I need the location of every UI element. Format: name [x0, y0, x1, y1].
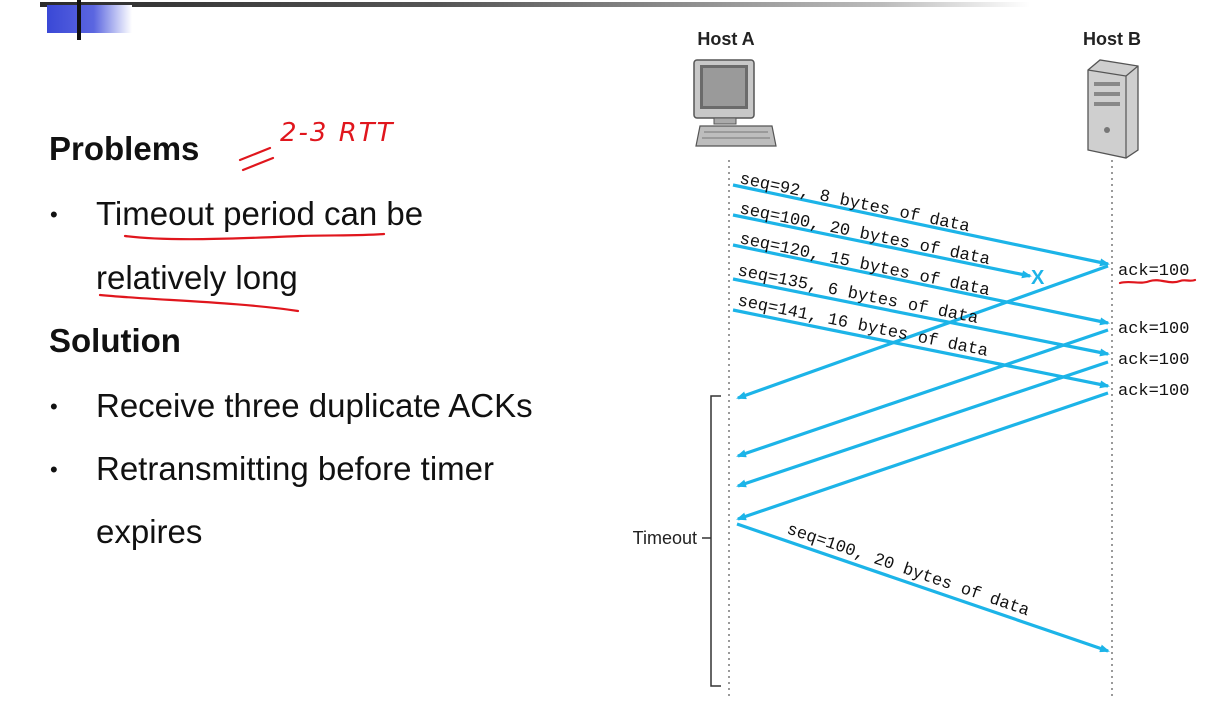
segment-arrow [732, 183, 1110, 267]
ack-arrows [736, 264, 1109, 521]
timeout-label: Timeout [633, 528, 697, 548]
ack-label: ack=100 [1118, 262, 1189, 281]
retransmission-label: seq=100, 20 bytes of data [784, 521, 1031, 622]
ack-label: ack=100 [1118, 351, 1189, 370]
slide-top-rule [40, 2, 1030, 7]
ack-arrow [736, 391, 1109, 521]
handwritten-rtt-note: 2-3 RTT [280, 118, 395, 148]
problem-bullet-1-continued: relatively long [96, 259, 298, 296]
segment-arrow [732, 308, 1110, 389]
data-segments [732, 183, 1110, 653]
segment-arrow [732, 243, 1110, 326]
handwritten-annotations [98, 146, 1197, 313]
segment-arrow [732, 277, 1110, 357]
segment-arrow-lost [732, 213, 1032, 279]
bullet-dot: • [50, 202, 58, 227]
solution-bullet-2-continued: expires [96, 513, 203, 550]
slide-logo-bar [77, 0, 81, 40]
host-b-label: Host B [1083, 29, 1141, 49]
underline-ack-100 [1118, 278, 1197, 285]
approx-mark-stroke [241, 156, 275, 172]
ack-label: ack=100 [1118, 382, 1189, 401]
slide-logo-block [47, 5, 132, 33]
approx-mark-stroke [238, 146, 272, 162]
timeout-bracket [710, 395, 721, 687]
host-b-server-icon [1087, 59, 1139, 159]
ack-arrow [736, 328, 1109, 458]
ack-label: ack=100 [1118, 320, 1189, 339]
underline-timeout-period [123, 232, 386, 241]
problems-heading: Problems [49, 130, 200, 167]
ack-arrow [736, 360, 1109, 488]
bullet-dot: • [50, 394, 58, 419]
problem-bullet-1: Timeout period can be [96, 195, 424, 232]
host-a-label: Host A [697, 29, 754, 49]
retransmission-arrow [736, 522, 1110, 653]
ack-arrow [736, 264, 1109, 400]
bullet-dot: • [50, 457, 58, 482]
solution-bullet-1: Receive three duplicate ACKs [96, 387, 533, 424]
underline-relatively-long [98, 293, 300, 313]
solution-bullet-2: Retransmitting before timer [96, 450, 494, 487]
lost-packet-marker: X [1031, 267, 1045, 289]
host-a-computer-icon [693, 59, 777, 147]
solution-heading: Solution [49, 322, 181, 359]
